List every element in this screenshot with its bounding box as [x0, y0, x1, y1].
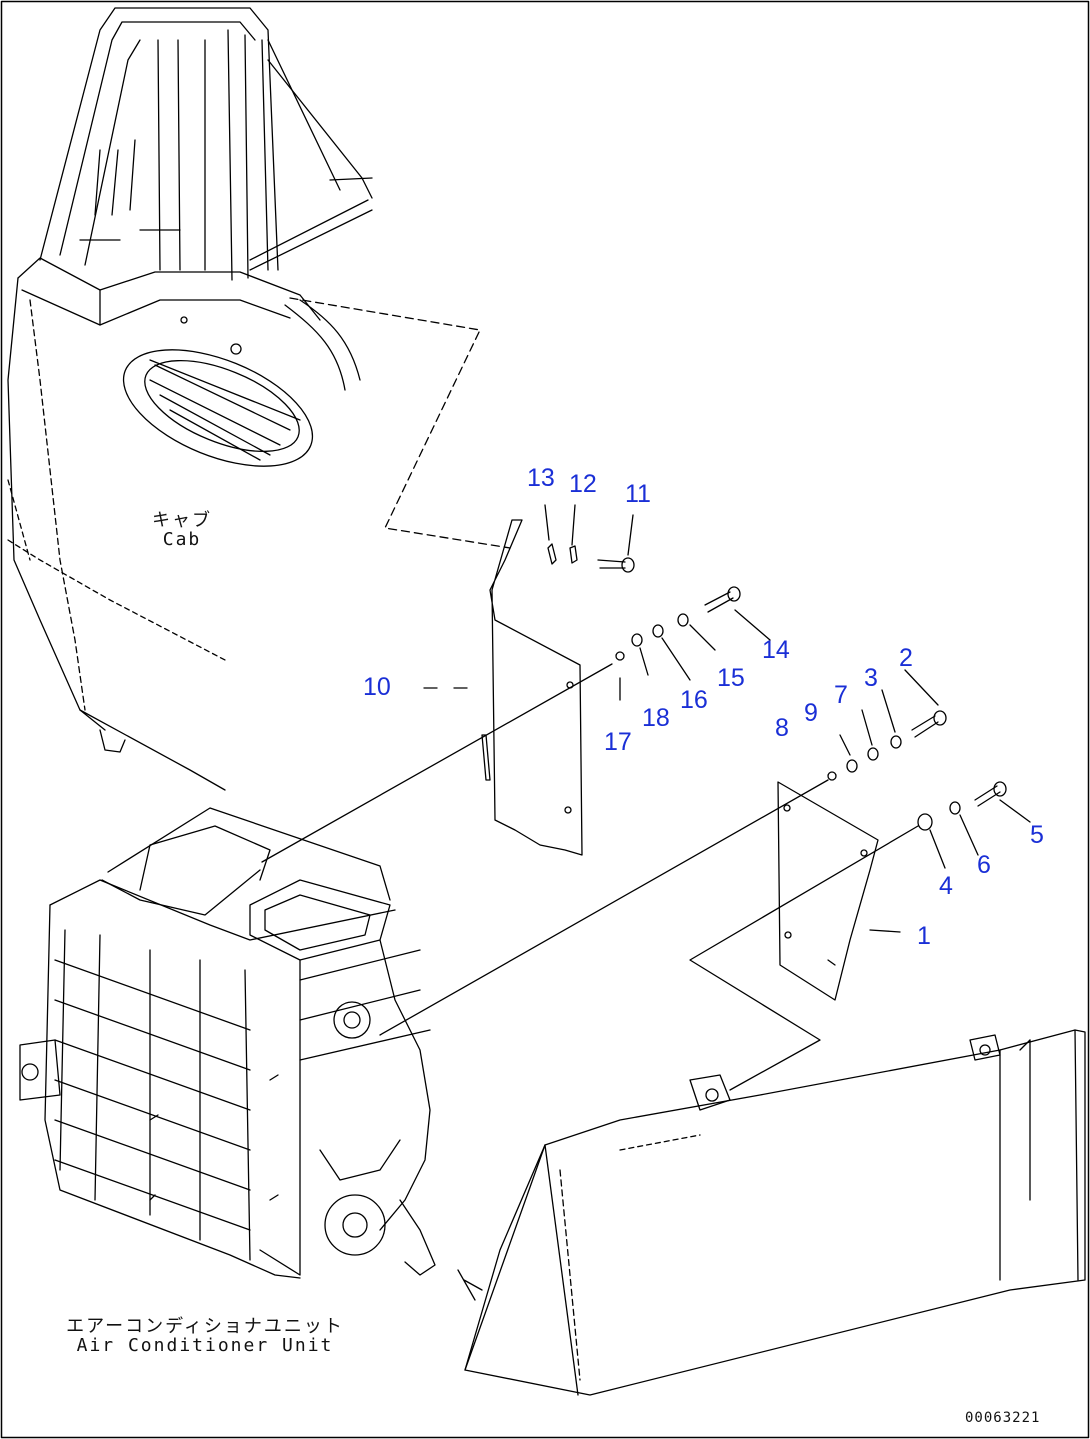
callout-13: 13: [527, 464, 555, 492]
cab-label: キャブ Cab: [142, 510, 222, 550]
drawing-number: 00063221: [965, 1410, 1041, 1426]
callout-10: 10: [363, 673, 391, 701]
callout-2: 2: [899, 644, 913, 672]
callout-1: 1: [917, 922, 931, 950]
callout-6: 6: [977, 851, 991, 879]
callout-15: 15: [717, 664, 745, 692]
callout-17: 17: [604, 728, 632, 756]
cab-label-jp: キャブ: [152, 510, 212, 531]
callout-12: 12: [569, 470, 597, 498]
hardware-2-9: [379, 669, 1031, 1091]
callout-5: 5: [1030, 821, 1044, 849]
callout-9: 9: [804, 699, 818, 727]
callout-7: 7: [834, 681, 848, 709]
callout-14: 14: [762, 636, 790, 664]
callout-3: 3: [864, 664, 878, 692]
air-conditioner-unit-drawing: [19, 807, 436, 1279]
callout-4: 4: [939, 872, 953, 900]
hardware-11-12-13: [544, 504, 635, 573]
callout-16: 16: [680, 686, 708, 714]
air-conditioner-label-jp: エアーコンディショナユニット: [66, 1316, 344, 1337]
air-conditioner-label-en: Air Conditioner Unit: [76, 1334, 334, 1356]
callout-11: 11: [625, 480, 651, 508]
cab-label-en: Cab: [162, 528, 202, 550]
bracket-10-drawing: [481, 519, 583, 856]
cab-drawing: [7, 7, 511, 791]
cover-panel-drawing: [457, 1029, 1086, 1396]
callout-18: 18: [642, 704, 670, 732]
hardware-14-18: [261, 586, 771, 863]
air-conditioner-label: エアーコンディショナユニット Air Conditioner Unit: [60, 1316, 350, 1356]
callout-8: 8: [775, 714, 789, 742]
bracket-1-drawing: [777, 781, 901, 1001]
